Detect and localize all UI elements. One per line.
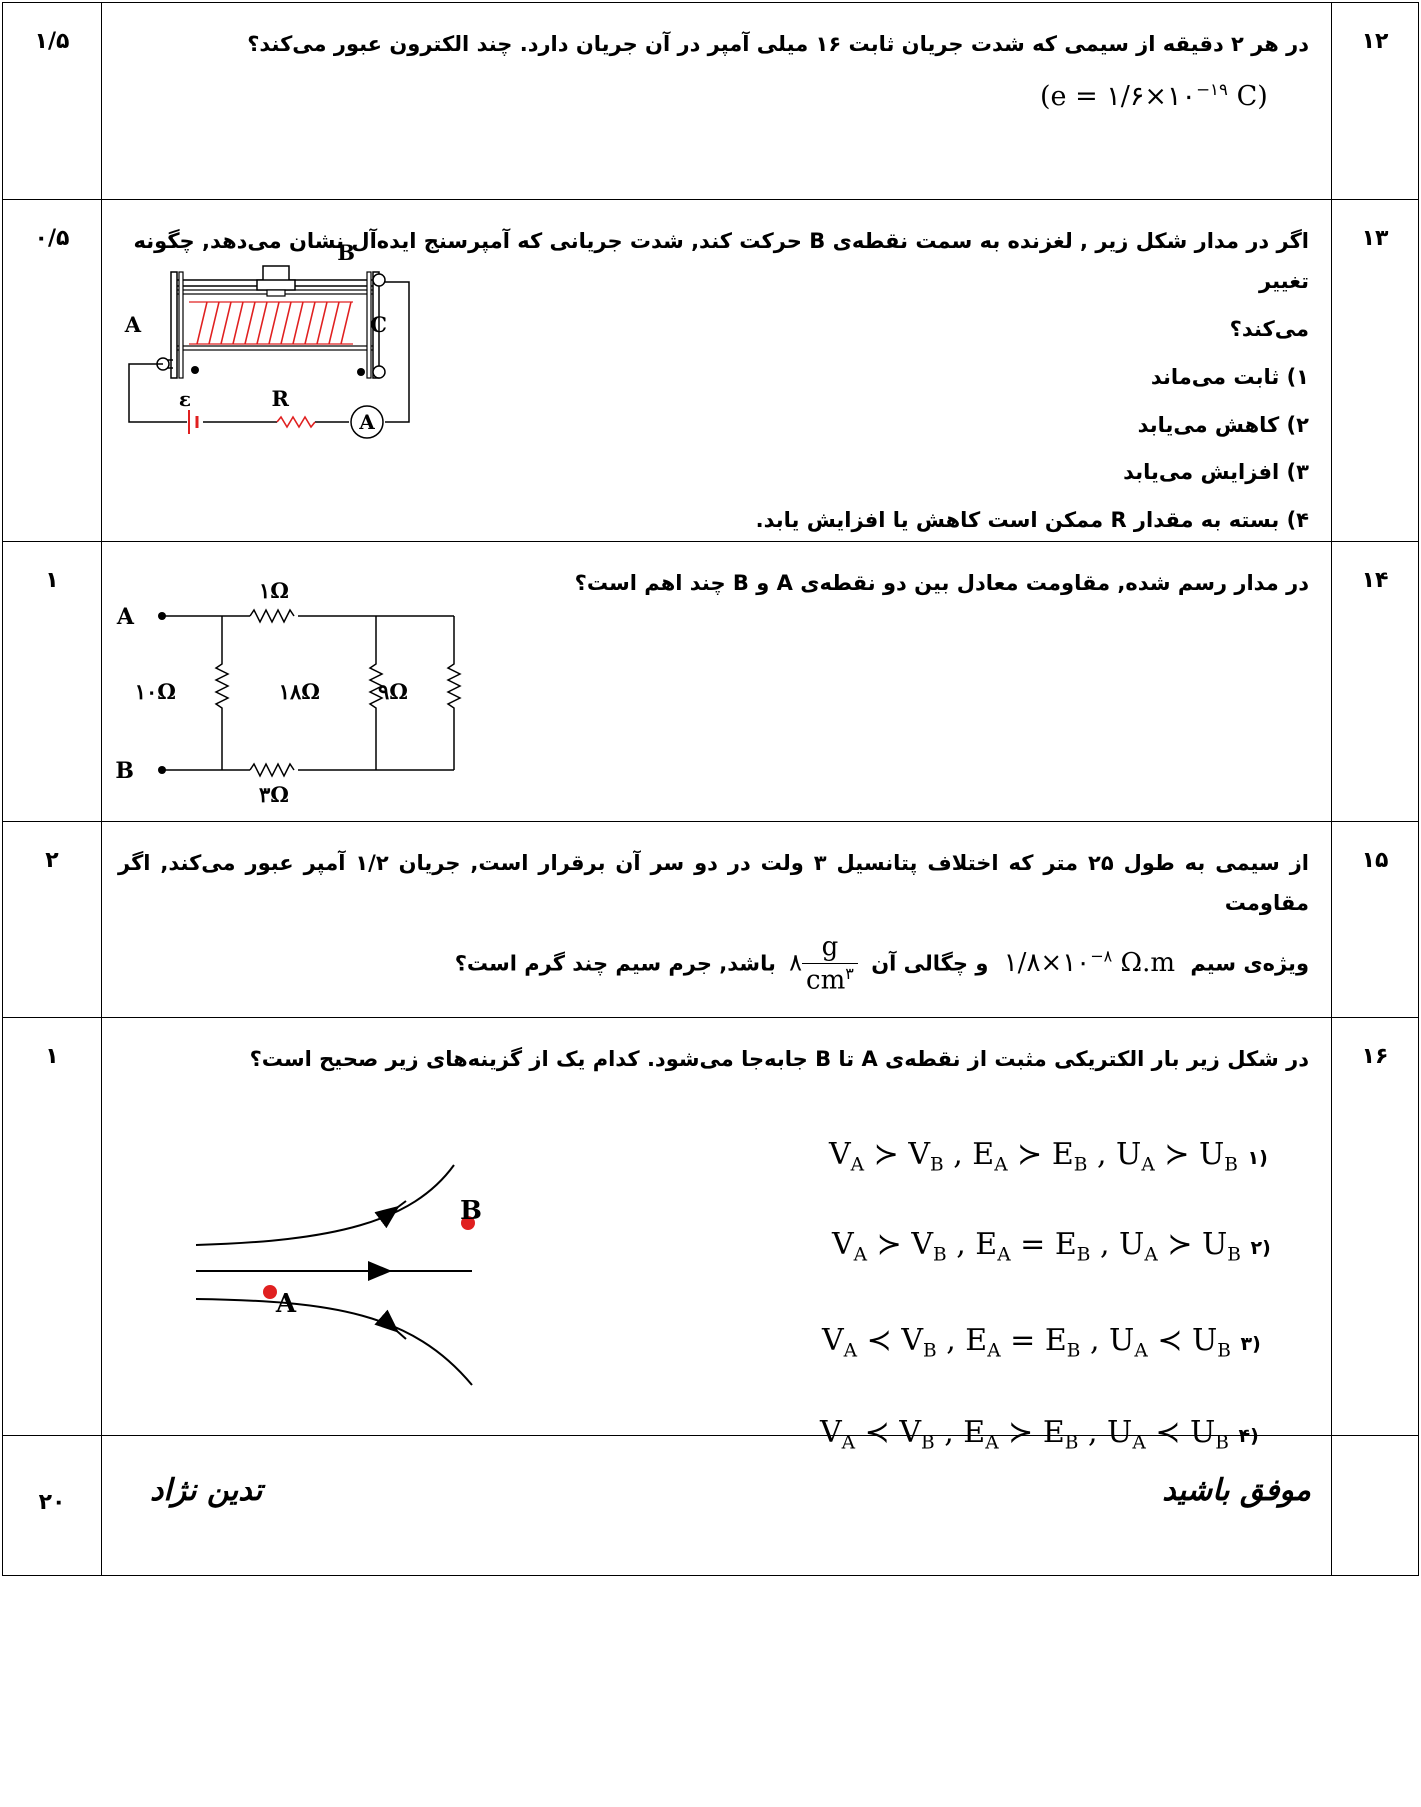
question-text: در مدار رسم شده, مقاومت معادل بین دو نقط…	[574, 571, 1309, 596]
point-A-dot	[263, 1285, 277, 1300]
question-number: ۱۳	[1331, 198, 1419, 543]
resistor-1-ohm-label: ۱Ω	[259, 578, 289, 603]
option-2[interactable]: ۲) کاهش می‌یابد	[1137, 412, 1309, 437]
rheostat-circuit-figure: A B A C ε R	[124, 240, 410, 439]
question-text: از سیمی به طول ۲۵ متر که اختلاف پتانسیل …	[118, 851, 1309, 916]
question-text-cont: می‌کند؟	[1229, 316, 1309, 341]
question-body: در شکل زیر بار الکتریکی مثبت از نقطه‌ی A…	[101, 1017, 1332, 1454]
question-score: ۱/۵	[2, 2, 102, 200]
question-score: ۲	[2, 821, 102, 1019]
question-score: ۱	[2, 1017, 102, 1437]
question-text: در شکل زیر بار الکتریکی مثبت از نقطه‌ی A…	[249, 1047, 1309, 1072]
question-body: اگر در مدار شکل زیر , لغزنده به سمت نقطه…	[101, 198, 1332, 543]
option-3[interactable]: VA ≺ VB , EA = EB , UA ≺ UB ۳)	[822, 1323, 1261, 1362]
footer-row: موفق باشید تدین نژاد ۲۰	[2, 1435, 1419, 1577]
ammeter-label: A	[358, 410, 375, 434]
point-B-label: B	[115, 758, 134, 784]
resistivity-value: ۱/۸×۱۰−۸ Ω.m	[1003, 945, 1176, 978]
question-body: در هر ۲ دقیقه از سیمی که شدت جریان ثابت …	[101, 2, 1332, 200]
electron-charge-formula: (e = ۱/۶×۱۰−۱۹ C)	[1040, 79, 1268, 112]
resistor-9-ohm-label: ۹Ω	[378, 679, 408, 704]
point-B-label: B	[460, 1196, 482, 1226]
question-score: ۰/۵	[2, 198, 102, 543]
good-luck-text: موفق باشید	[1162, 1473, 1311, 1509]
question-row-14: ۱۴ در مدار رسم شده, مقاومت معادل بین دو …	[2, 541, 1419, 823]
question-row-16: ۱۶ در شکل زیر بار الکتریکی مثبت از نقطه‌…	[2, 1017, 1419, 1454]
emf-label: ε	[179, 387, 191, 411]
resistor-label: R	[272, 386, 290, 411]
footer-body: موفق باشید تدین نژاد	[101, 1435, 1332, 1577]
option-1[interactable]: ۱) ثابت می‌ماند	[1150, 364, 1309, 389]
field-lines-figure: B A	[195, 1164, 482, 1386]
exam-table: ۱۲ در هر ۲ دقیقه از سیمی که شدت جریان ثا…	[2, 2, 1419, 1577]
total-score: ۲۰	[2, 1435, 102, 1577]
ammeter-icon	[350, 405, 384, 439]
resistor-10-ohm-label: ۱۰Ω	[135, 679, 176, 704]
resistor-R	[276, 415, 316, 429]
point-A-label: A	[116, 604, 135, 630]
resistor-18-ohm-label: ۱۸Ω	[279, 679, 320, 704]
question-body: از سیمی به طول ۲۵ متر که اختلاف پتانسیل …	[101, 821, 1332, 1019]
resistor-3-ohm-label: ۳Ω	[259, 782, 289, 807]
point-C-label: C	[370, 312, 387, 337]
coil-winding	[189, 301, 353, 345]
point-B-dot	[461, 1216, 475, 1231]
question-row-13: ۱۳ اگر در مدار شکل زیر , لغزنده به سمت ن…	[2, 198, 1419, 543]
option-1[interactable]: VA ≻ VB , EA ≻ EB , UA ≻ UB ۱)	[829, 1137, 1268, 1176]
option-2[interactable]: VA ≻ VB , EA = EB , UA ≻ UB ۲)	[832, 1227, 1271, 1266]
point-A-label: A	[275, 1289, 297, 1319]
battery-symbol	[188, 410, 199, 434]
option-3[interactable]: ۳) افزایش می‌یابد	[1123, 460, 1309, 485]
question-text: اگر در مدار شکل زیر , لغزنده به سمت نقطه…	[133, 229, 1309, 293]
resistor-network-figure: A B ۱Ω ۳Ω ۱۰Ω ۱۸Ω ۹Ω	[115, 578, 462, 807]
question-row-15: ۱۵ از سیمی به طول ۲۵ متر که اختلاف پتانس…	[2, 821, 1419, 1019]
option-4[interactable]: ۴) بسته به مقدار R ممکن است کاهش یا افزا…	[755, 508, 1309, 533]
question-body: در مدار رسم شده, مقاومت معادل بین دو نقط…	[101, 541, 1332, 823]
point-B-label: B	[337, 240, 355, 265]
point-A-label: A	[124, 312, 142, 337]
question-row-12: ۱۲ در هر ۲ دقیقه از سیمی که شدت جریان ثا…	[2, 2, 1419, 200]
question-text: در هر ۲ دقیقه از سیمی که شدت جریان ثابت …	[247, 32, 1309, 56]
question-score: ۱	[2, 541, 102, 823]
question-number: ۱۴	[1331, 541, 1419, 823]
question-number: ۱۵	[1331, 821, 1419, 1019]
teacher-name: تدین نژاد	[150, 1473, 263, 1509]
question-number: ۱۲	[1331, 2, 1419, 200]
question-number: ۱۶	[1331, 1017, 1419, 1437]
